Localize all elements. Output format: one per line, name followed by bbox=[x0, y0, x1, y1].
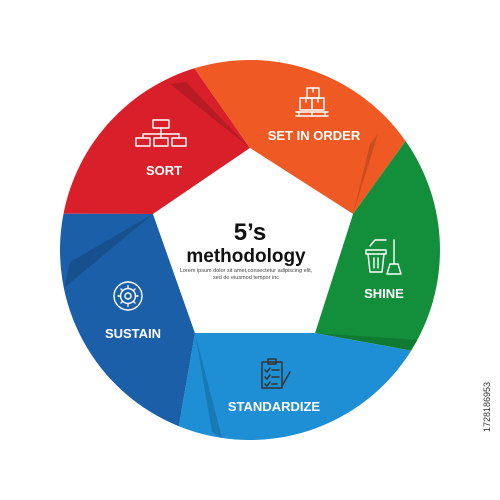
center-description-line1: Lorem ipsum dolor sit amet,consectetur a… bbox=[180, 268, 313, 274]
segment-label-sort: SORT bbox=[146, 163, 182, 178]
segment-shadow bbox=[170, 82, 250, 148]
trash-bin-broom-icon bbox=[365, 239, 402, 275]
boxes-on-pallet-icon bbox=[295, 87, 329, 117]
segment-standardize bbox=[178, 333, 412, 441]
center-description-line2: sed do eiusmod tempor inc bbox=[213, 275, 279, 281]
segment-shadow bbox=[64, 214, 153, 288]
center-title-line1: 5’s bbox=[234, 219, 266, 246]
clipboard-checklist-icon bbox=[261, 358, 291, 389]
segments-group bbox=[59, 59, 440, 441]
segment-shadow bbox=[195, 333, 222, 438]
center-pentagon bbox=[153, 148, 353, 333]
segment-label-set-in-order: SET IN ORDER bbox=[268, 128, 361, 143]
stock-id: 1728186953 bbox=[482, 382, 492, 432]
center-title-line2: methodology bbox=[186, 246, 306, 267]
segment-sort bbox=[63, 68, 250, 214]
segment-sustain bbox=[59, 213, 195, 427]
segment-set-in-order bbox=[194, 59, 406, 214]
org-chart-icon bbox=[135, 119, 187, 147]
segment-label-sustain: SUSTAIN bbox=[105, 326, 161, 341]
segment-label-shine: SHINE bbox=[364, 286, 404, 301]
segment-shadow bbox=[315, 333, 418, 350]
segment-shadow bbox=[353, 134, 378, 214]
segment-label-standardize: STANDARDIZE bbox=[228, 399, 321, 414]
gear-cycle-icon bbox=[113, 281, 143, 311]
segment-shine bbox=[315, 141, 440, 351]
